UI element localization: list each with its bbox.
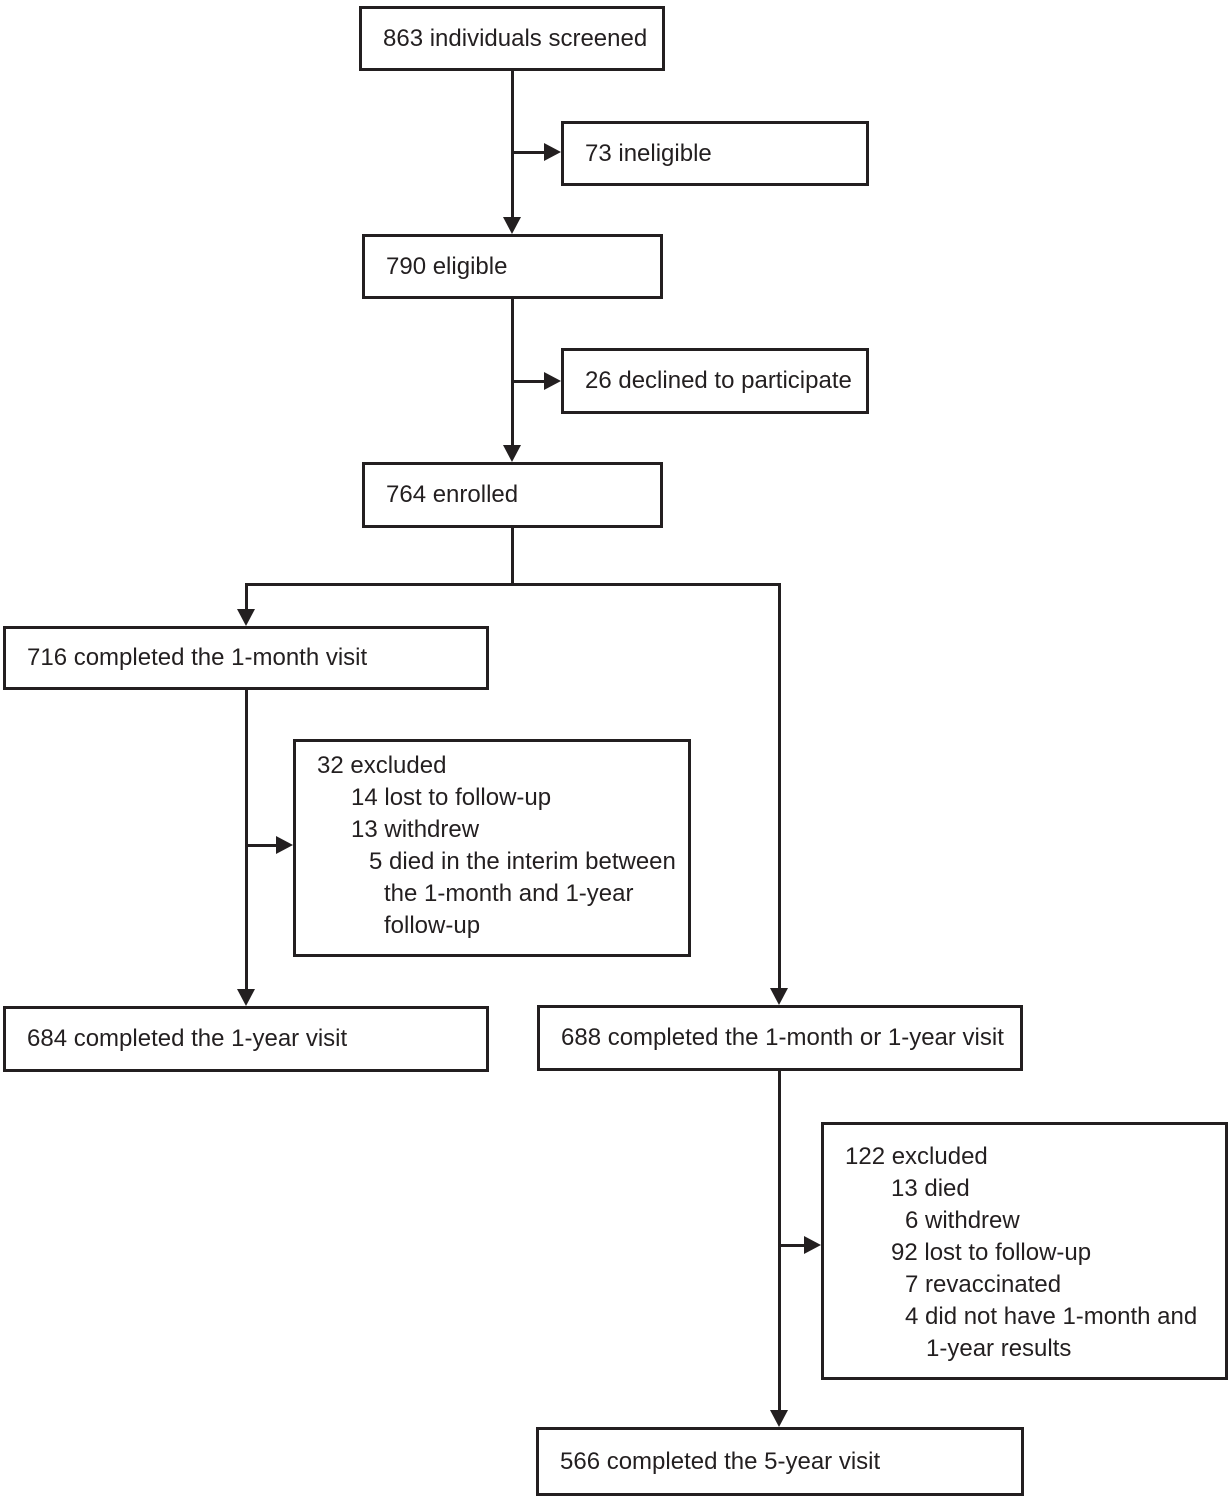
arrowhead-into-excluded-122: [804, 1236, 821, 1254]
arrowhead-into-enrolled: [503, 445, 521, 462]
text-line: 6 withdrew: [905, 1207, 1020, 1234]
arrowhead-into-excluded-32: [276, 836, 293, 854]
box-ineligible: 73 ineligible: [561, 121, 869, 186]
box-eligible-label: 790 eligible: [386, 252, 508, 280]
box-ineligible-label: 73 ineligible: [585, 139, 712, 167]
connector-branch-to-ineligible: [511, 151, 544, 154]
arrowhead-into-declined: [544, 372, 561, 390]
connector-split-to-1-month-or-1-year-visit: [778, 583, 781, 989]
connector-screened-to-eligible: [511, 71, 514, 218]
text-line: 13 withdrew: [351, 816, 480, 843]
connector-1-month-visit-to-1-year-visit: [245, 690, 248, 990]
connector-to-5-year-visit: [778, 1071, 781, 1411]
box-enrolled-label: 764 enrolled: [386, 481, 519, 508]
box-completed-5-year-visit-label: 566 completed the 5-year visit: [560, 1447, 881, 1475]
box-completed-1-month-visit: 716 completed the 1-month visit: [3, 626, 489, 690]
arrowhead-into-1-month-visit: [237, 609, 255, 626]
connector-branch-to-declined: [511, 380, 544, 383]
connector-split-to-1-month-visit: [245, 583, 248, 610]
text-line: 14 lost to follow-up: [351, 784, 552, 811]
box-completed-1-month-or-1-year-visit-label: 688 completed the 1-month or 1-year visi…: [561, 1024, 1004, 1051]
box-excluded-32: 32 excluded 14 lost to follow-up 13 withdr…: [293, 739, 691, 957]
connector-branch-to-excluded-32: [245, 844, 277, 847]
text-line: 92 lost to follow-up: [891, 1239, 1092, 1266]
box-declined-label: 26 declined to participate: [585, 367, 852, 394]
text-line: 122 excluded: [845, 1143, 988, 1170]
box-screened: 863 individuals screened: [359, 6, 665, 71]
text-line: the 1-month and 1-year: [384, 880, 634, 907]
box-eligible: 790 eligible: [362, 234, 663, 299]
connector-eligible-to-enrolled: [511, 299, 514, 446]
connector-branch-to-excluded-122: [778, 1244, 805, 1247]
text-line: follow-up: [384, 912, 481, 939]
box-screened-label: 863 individuals screened: [383, 24, 648, 52]
connector-split-horizontal: [245, 583, 781, 586]
text-line: 7 revaccinated: [905, 1271, 1062, 1298]
box-completed-1-year-visit: 684 completed the 1-year visit: [3, 1006, 489, 1072]
arrowhead-into-1-year-visit: [237, 989, 255, 1006]
box-excluded-122: 122 excluded 13 died 6 withdrew 92 lost to …: [821, 1122, 1228, 1380]
arrowhead-into-5-year-visit: [770, 1410, 788, 1427]
box-completed-1-year-visit-label: 684 completed the 1-year visit: [27, 1025, 348, 1052]
arrowhead-into-ineligible: [544, 143, 561, 161]
text-line: 13 died: [891, 1175, 970, 1202]
text-line: 1-year results: [926, 1335, 1072, 1362]
connector-enrolled-to-split: [511, 528, 514, 586]
box-declined: 26 declined to participate: [561, 348, 869, 414]
arrowhead-into-1-month-or-1-year-visit: [770, 988, 788, 1005]
arrowhead-into-eligible: [503, 217, 521, 234]
box-enrolled: 764 enrolled: [362, 462, 663, 528]
text-line: 32 excluded: [317, 752, 447, 779]
box-completed-1-month-visit-label: 716 completed the 1-month visit: [27, 644, 368, 671]
text-line: 5 died in the interim between: [369, 848, 676, 875]
box-completed-5-year-visit: 566 completed the 5-year visit: [536, 1427, 1024, 1496]
text-line: 4 did not have 1-month and: [905, 1303, 1198, 1330]
box-completed-1-month-or-1-year-visit: 688 completed the 1-month or 1-year visi…: [537, 1005, 1023, 1071]
